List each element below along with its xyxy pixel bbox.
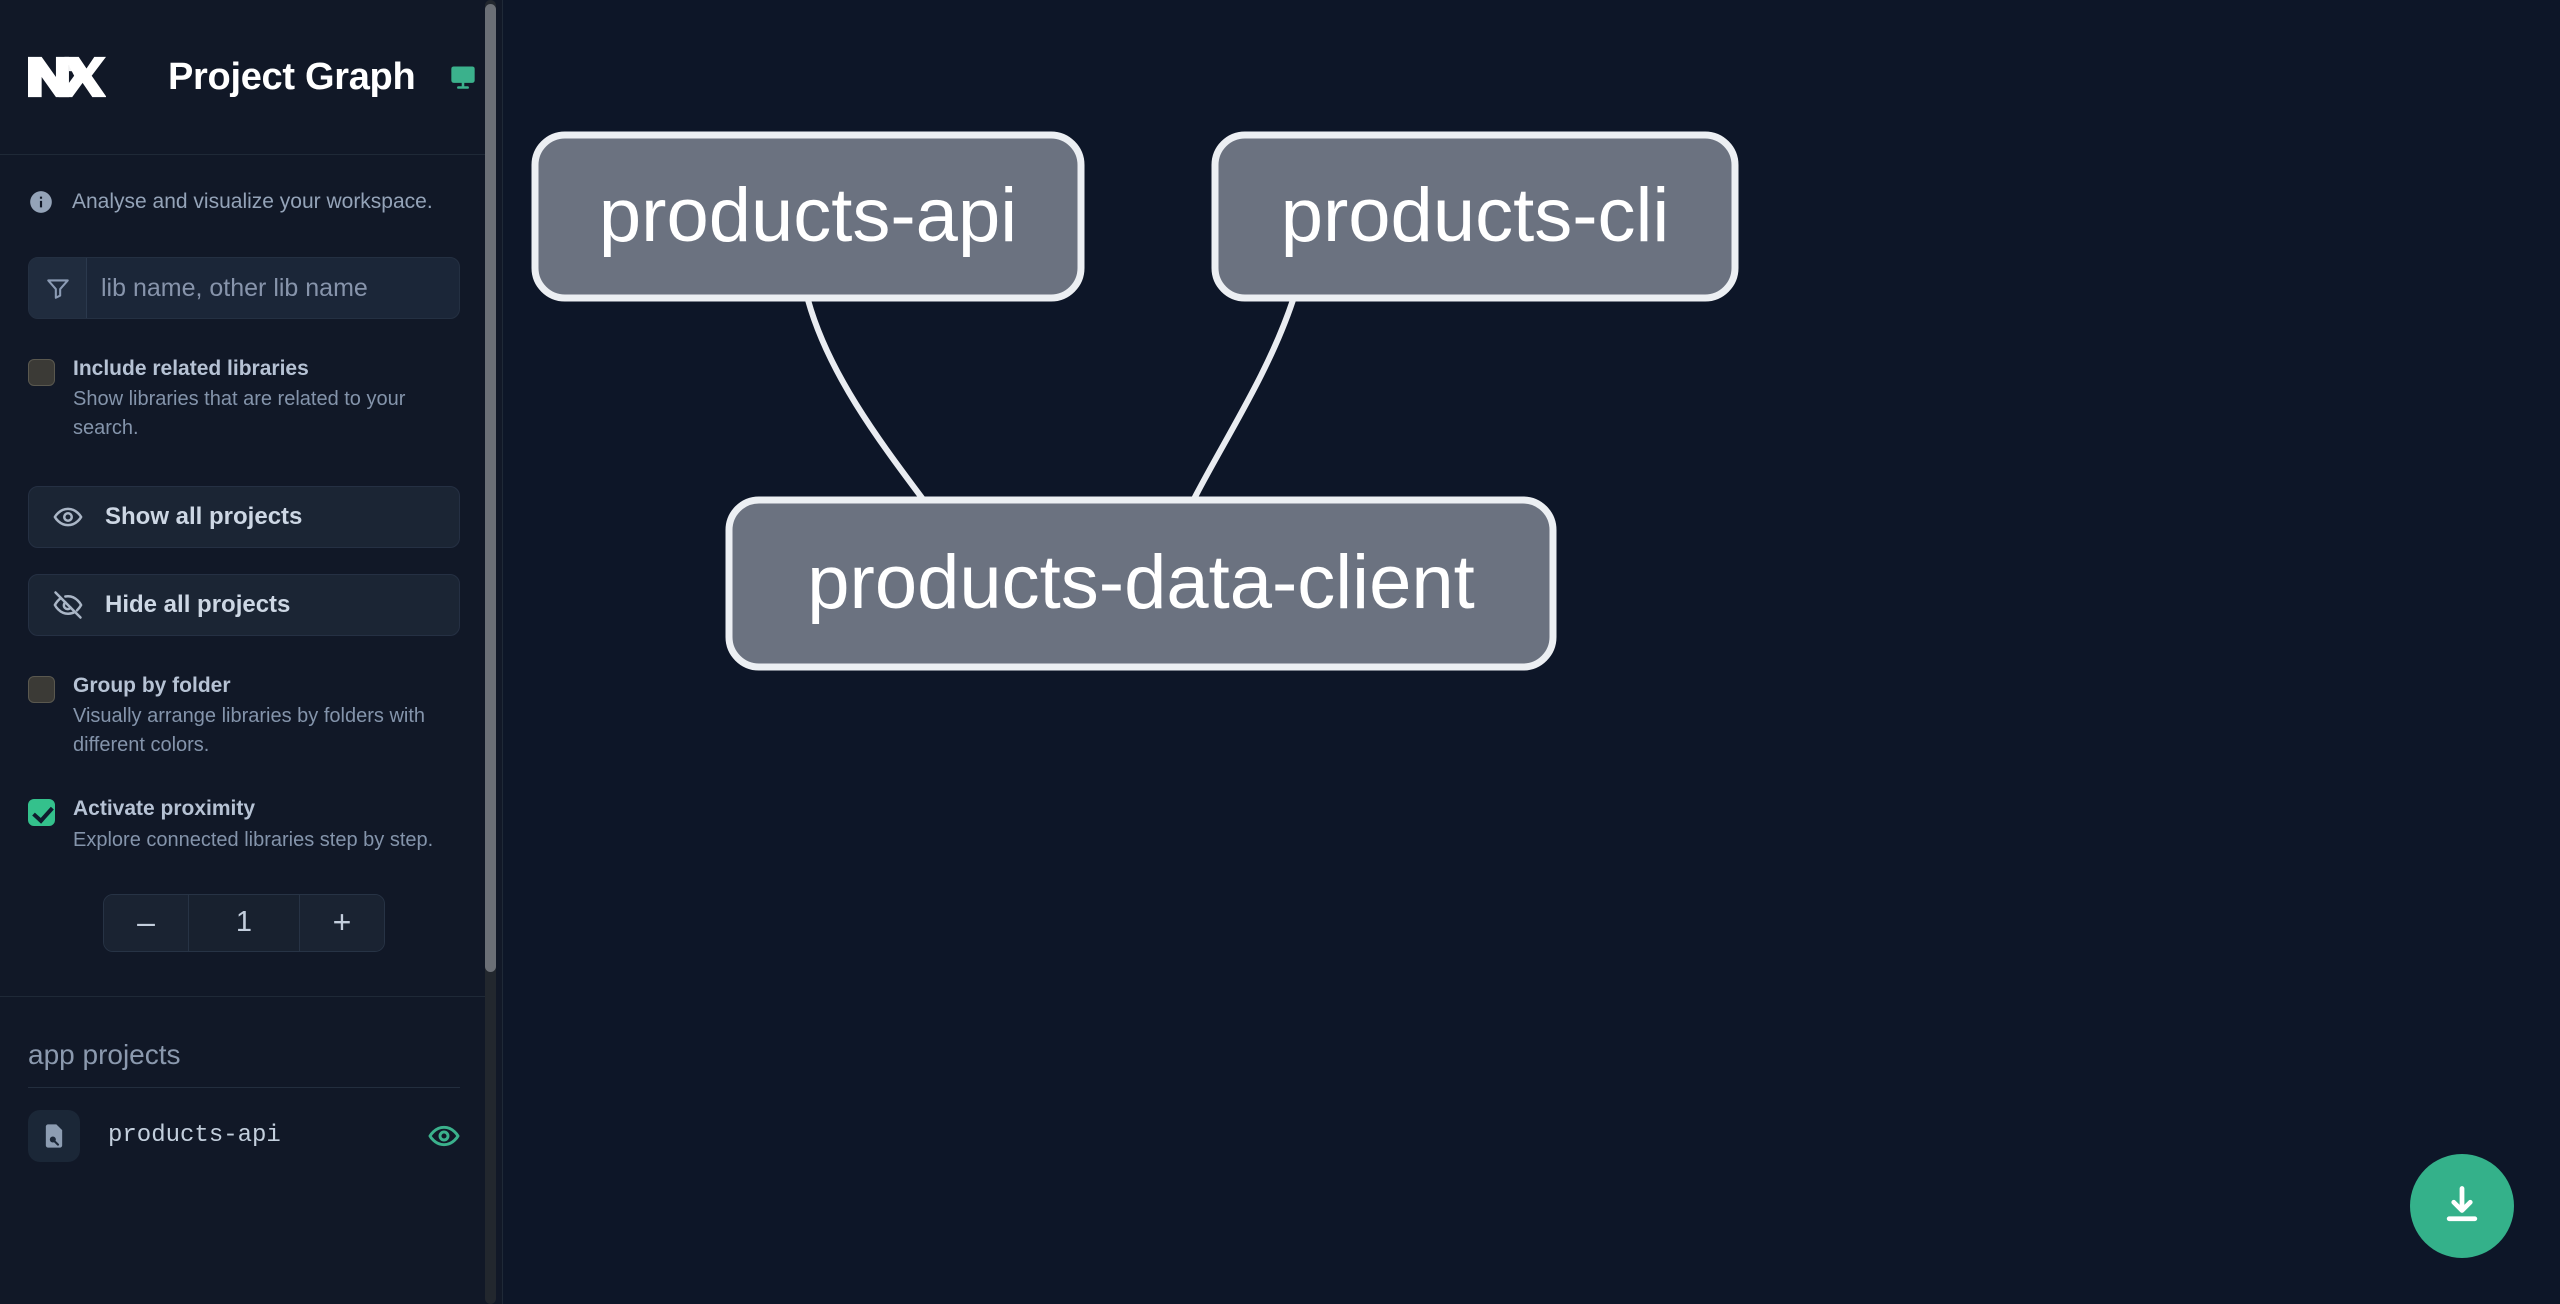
sidebar-scrollbar-thumb[interactable]	[485, 4, 496, 972]
graph-canvas[interactable]: products-api products-cli products-data-…	[503, 0, 2560, 1304]
node-rect[interactable]	[531, 131, 1085, 302]
proximity-stepper-container: – 1 +	[0, 893, 488, 952]
workspace-info-text: Analyse and visualize your workspace.	[72, 190, 433, 213]
search-input[interactable]	[87, 258, 459, 318]
checkbox-group-by-folder[interactable]	[28, 676, 55, 704]
info-icon	[28, 189, 54, 215]
monitor-icon[interactable]	[449, 63, 477, 91]
project-name: products-api	[108, 1122, 281, 1150]
filter-icon[interactable]	[29, 258, 87, 318]
sidebar: Project Graph Analyse and visualize your…	[0, 0, 503, 1304]
page-title: Project Graph	[168, 55, 416, 98]
graph-node-products-cli[interactable]: products-cli	[1211, 131, 1739, 302]
option-description: Visually arrange libraries by folders wi…	[73, 705, 426, 756]
stepper-increment-button[interactable]: +	[300, 894, 384, 951]
stepper-decrement-button[interactable]: –	[104, 894, 188, 951]
option-label: Group by folder	[73, 674, 231, 698]
show-all-projects-label: Show all projects	[105, 503, 303, 531]
sidebar-header: Project Graph	[0, 0, 488, 155]
option-activate-proximity[interactable]: Activate proximity Explore connected lib…	[0, 795, 488, 854]
search-field[interactable]	[28, 257, 460, 319]
checkbox-activate-proximity[interactable]	[28, 799, 55, 827]
option-group-by-folder[interactable]: Group by folder Visually arrange librari…	[0, 672, 488, 759]
hide-all-projects-label: Hide all projects	[105, 591, 291, 619]
graph-node-products-data-client[interactable]: products-data-client	[725, 496, 1557, 671]
list-item[interactable]: products-api	[0, 1088, 488, 1162]
eye-off-icon	[53, 590, 83, 620]
checkbox-include-related-libraries[interactable]	[28, 359, 55, 386]
node-rect[interactable]	[725, 496, 1557, 671]
proximity-stepper[interactable]: – 1 +	[103, 893, 385, 952]
node-rect[interactable]	[1211, 131, 1739, 302]
node-label: products-api	[599, 173, 1017, 258]
project-group-label: app projects	[28, 1038, 181, 1070]
eye-icon	[53, 502, 83, 532]
stepper-value: 1	[188, 894, 300, 951]
sidebar-scroll-area[interactable]: Project Graph Analyse and visualize your…	[0, 0, 502, 1304]
node-label: products-data-client	[807, 540, 1474, 625]
option-label: Include related libraries	[73, 357, 309, 380]
sidebar-scrollbar[interactable]	[485, 0, 496, 1304]
workspace-info: Analyse and visualize your workspace.	[0, 155, 488, 215]
graph-node-products-api[interactable]: products-api	[531, 131, 1085, 302]
download-button[interactable]	[2410, 1154, 2514, 1258]
divider	[28, 1086, 460, 1088]
option-include-related-libraries[interactable]: Include related libraries Show libraries…	[0, 355, 488, 442]
option-description: Explore connected libraries step by step…	[73, 828, 434, 851]
nx-logo	[28, 52, 107, 102]
option-description: Show libraries that are related to your …	[73, 388, 406, 439]
download-icon	[2440, 1183, 2484, 1230]
hide-all-projects-button[interactable]: Hide all projects	[28, 574, 460, 637]
show-all-projects-button[interactable]: Show all projects	[28, 486, 460, 549]
app-file-icon	[28, 1109, 80, 1162]
option-label: Activate proximity	[73, 797, 256, 821]
node-label: products-cli	[1281, 173, 1670, 258]
eye-icon[interactable]	[428, 1120, 460, 1152]
project-graph-svg: products-api products-cli products-data-…	[531, 131, 1739, 671]
divider	[0, 995, 488, 997]
